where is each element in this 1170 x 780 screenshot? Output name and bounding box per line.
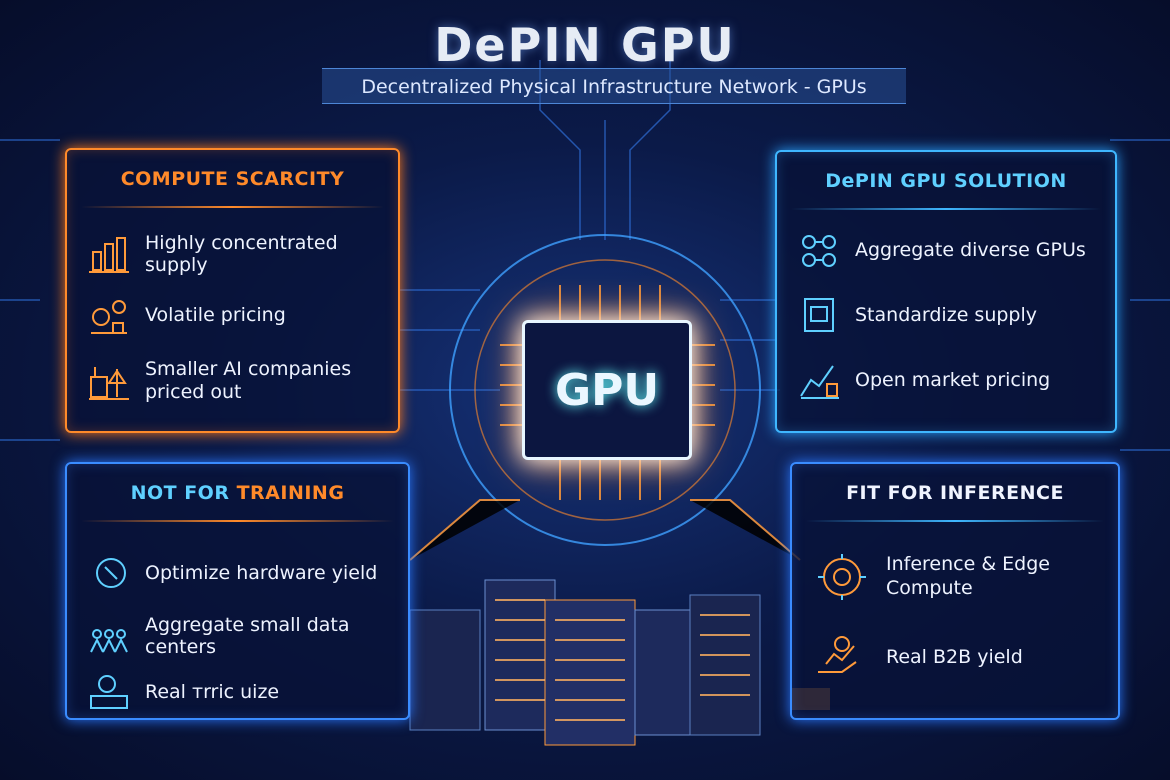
page-subtitle: Decentralized Physical Infrastructure Ne… bbox=[322, 68, 906, 104]
people-group-icon bbox=[90, 629, 128, 653]
gpu-chip-label: GPU bbox=[554, 364, 660, 416]
panel-title: DePIN GPU SOLUTION bbox=[825, 170, 1067, 192]
divider bbox=[791, 208, 1101, 210]
user-desk-icon bbox=[90, 675, 128, 709]
page-title: DePIN GPU bbox=[434, 18, 736, 72]
title-part-highlight: TRAINING bbox=[236, 482, 345, 504]
item-label: Real тrric uize bbox=[145, 681, 280, 703]
panel-compute-scarcity: COMPUTE SCARCITY Highly concentrated sup… bbox=[65, 148, 400, 433]
item-label: Volatile pricing bbox=[145, 304, 286, 326]
item-label: Real B2B yield bbox=[886, 646, 1023, 668]
divider bbox=[81, 520, 394, 522]
panel-depin-solution: DePIN GPU SOLUTION Aggregate diverse GPU… bbox=[775, 150, 1117, 433]
network-nodes-icon bbox=[802, 235, 836, 267]
panel-title: COMPUTE SCARCITY bbox=[120, 168, 345, 190]
factory-scale-icon bbox=[89, 366, 129, 400]
item-label: Standardize supply bbox=[855, 304, 1038, 326]
item-label: Aggregate diverse GPUs bbox=[855, 239, 1086, 261]
item-label: Open market pricing bbox=[855, 369, 1051, 391]
item-label: Highly concentrated supply bbox=[145, 232, 338, 276]
ring bbox=[449, 234, 761, 546]
gears-chart-icon bbox=[91, 300, 127, 334]
market-chart-icon bbox=[800, 365, 839, 399]
panel-fit-for-inference: FIT FOR INFERENCE Inference & Edge Compu… bbox=[790, 462, 1120, 720]
gauge-icon bbox=[96, 558, 126, 588]
panel-not-for-training: NOT FOR TRAINING Optimize hardware yield… bbox=[65, 462, 410, 720]
edge-compute-icon bbox=[818, 554, 866, 600]
title-part: NOT FOR bbox=[130, 482, 237, 504]
yield-hand-icon bbox=[818, 636, 857, 673]
panel-title: NOT FOR TRAINING bbox=[67, 482, 408, 504]
divider bbox=[806, 520, 1104, 522]
item-label: Aggregate small data centers bbox=[145, 614, 350, 658]
building-chart-icon bbox=[89, 237, 129, 273]
item-label: Optimize hardware yield bbox=[145, 562, 378, 584]
panel-title: FIT FOR INFERENCE bbox=[846, 482, 1064, 504]
item-label: Smaller AI companies priced out bbox=[145, 358, 352, 403]
chip-box-icon bbox=[804, 298, 834, 332]
divider bbox=[81, 206, 384, 208]
item-label: Inference & Edge Compute bbox=[886, 553, 1050, 599]
gpu-chip: GPU bbox=[522, 320, 692, 460]
server-racks bbox=[409, 579, 830, 746]
